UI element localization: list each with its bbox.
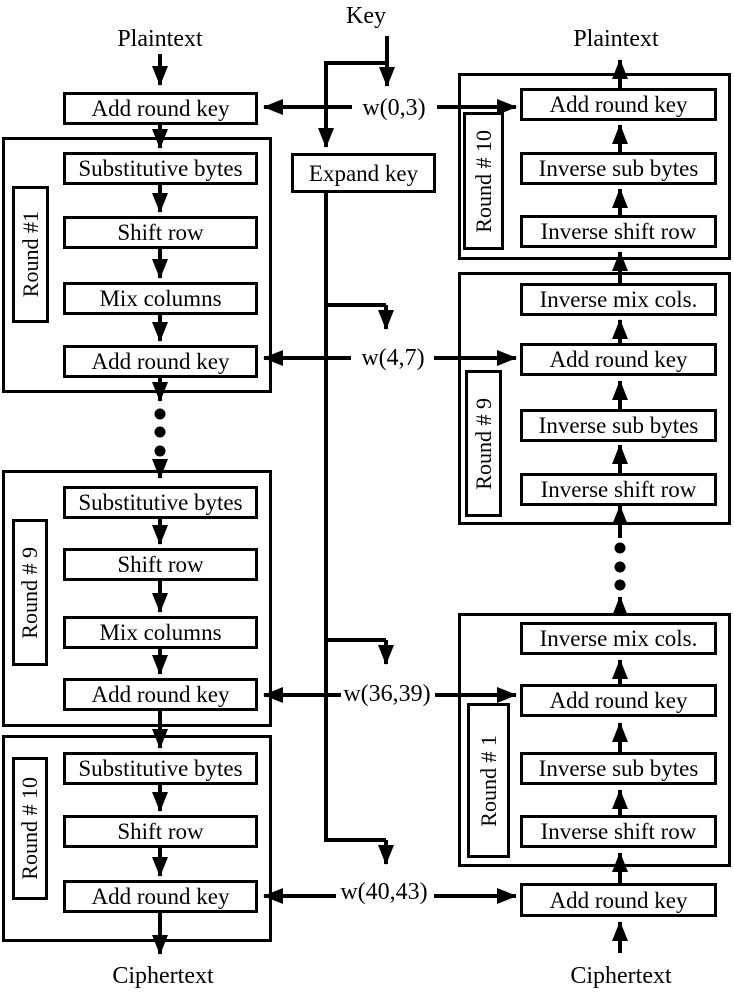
key-word-w03-label: w(0,3) <box>362 95 426 121</box>
enc-round1-sub-bytes-box: Substitutive bytes <box>63 152 258 185</box>
enc-initial-add-round-key-box: Add round key <box>63 92 258 125</box>
enc-round9-shift-row-box: Shift row <box>63 548 258 581</box>
dec-round9-label-box: Round # 9 <box>465 370 502 517</box>
dec-round1-label-box: Round # 1 <box>467 703 510 858</box>
dec-round9-label: Round # 9 <box>470 397 496 490</box>
dec-plaintext-label: Plaintext <box>573 26 659 52</box>
key-word-w3639-label: w(36,39) <box>343 681 431 707</box>
dec-round9-inv-mix-cols-box: Inverse mix cols. <box>520 283 717 316</box>
dec-round10-add-round-key-box: Add round key <box>520 88 717 121</box>
enc-round9-mix-columns-box: Mix columns <box>63 616 258 649</box>
ellipsis-dot <box>614 579 626 591</box>
enc-round10-container <box>2 735 272 942</box>
key-word-w4043-label: w(40,43) <box>340 879 428 905</box>
encryption-flow-arrows <box>152 54 168 955</box>
ellipsis-dot <box>154 408 166 420</box>
ellipsis-dot <box>154 426 166 438</box>
enc-round9-container <box>2 470 272 727</box>
enc-plaintext-label: Plaintext <box>117 26 203 52</box>
dec-round1-container <box>458 613 731 867</box>
key-schedule-wires <box>263 36 517 904</box>
dec-round1-inv-mix-cols-box: Inverse mix cols. <box>520 622 717 655</box>
dec-round1-inv-shift-row-box: Inverse shift row <box>520 815 717 848</box>
dec-round10-inv-sub-bytes-box: Inverse sub bytes <box>520 152 717 185</box>
dec-round9-inv-sub-bytes-box: Inverse sub bytes <box>520 409 717 442</box>
expand-key-box: Expand key <box>291 153 436 193</box>
dec-round9-container <box>458 272 731 525</box>
dec-ciphertext-label: Ciphertext <box>570 963 672 989</box>
dec-round1-inv-sub-bytes-box: Inverse sub bytes <box>520 752 717 785</box>
enc-round1-label: Round #1 <box>17 211 43 298</box>
enc-round1-add-round-key-box: Add round key <box>63 345 258 378</box>
ellipsis-dot <box>154 445 166 457</box>
dec-round10-label: Round # 10 <box>470 129 496 233</box>
dec-round10-label-box: Round # 10 <box>463 112 504 250</box>
enc-round9-sub-bytes-box: Substitutive bytes <box>63 486 258 519</box>
dec-round1-add-round-key-box: Add round key <box>520 684 717 717</box>
ellipsis-dot <box>614 542 626 554</box>
enc-round1-mix-columns-box: Mix columns <box>63 282 258 315</box>
dec-round10-container <box>458 73 731 260</box>
enc-round1-label-box: Round #1 <box>12 186 49 323</box>
enc-round10-label-box: Round # 10 <box>12 757 48 900</box>
enc-ciphertext-label: Ciphertext <box>112 963 214 989</box>
enc-round1-shift-row-box: Shift row <box>63 216 258 249</box>
enc-round10-sub-bytes-box: Substitutive bytes <box>63 752 258 785</box>
enc-round10-add-round-key-box: Add round key <box>63 880 258 913</box>
ellipsis-dot <box>614 561 626 573</box>
enc-round9-add-round-key-box: Add round key <box>63 678 258 711</box>
dec-round9-add-round-key-box: Add round key <box>520 343 717 376</box>
enc-round9-label: Round # 9 <box>17 546 42 639</box>
dec-round10-inv-shift-row-box: Inverse shift row <box>520 215 717 248</box>
enc-round10-shift-row-box: Shift row <box>63 815 258 848</box>
dec-round1-label: Round # 1 <box>475 734 501 827</box>
dec-final-add-round-key-box: Add round key <box>520 883 717 917</box>
enc-round10-label: Round # 10 <box>17 777 42 880</box>
dec-round9-inv-shift-row-box: Inverse shift row <box>520 473 717 506</box>
enc-round9-label-box: Round # 9 <box>12 519 48 666</box>
key-label: Key <box>346 3 386 29</box>
enc-round1-container <box>2 137 272 393</box>
key-word-w47-label: w(4,7) <box>361 345 425 371</box>
